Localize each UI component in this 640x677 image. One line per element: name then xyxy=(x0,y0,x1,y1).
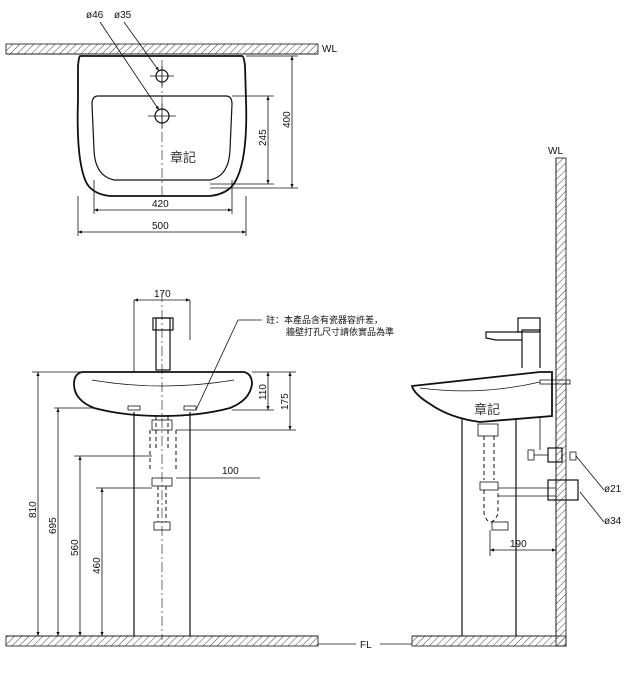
faucet-width-dim: 170 xyxy=(154,289,171,300)
brand-mark-side: 章記 xyxy=(474,402,500,417)
brand-mark-top: 章記 xyxy=(170,150,196,165)
drain-projection-dim: 190 xyxy=(510,539,527,550)
height-rim-dim: 695 xyxy=(48,517,59,534)
basin-front xyxy=(73,371,253,417)
floor-label: FL xyxy=(360,640,372,651)
faucet-front xyxy=(155,317,171,371)
wall-hatch-side xyxy=(555,157,567,647)
height-trap-dim: 560 xyxy=(70,539,81,556)
hole-large-label: ø46 xyxy=(86,10,104,21)
trap-offset-dim: 100 xyxy=(222,466,239,477)
bowl-width-dim: 420 xyxy=(152,199,169,210)
basin-side xyxy=(410,371,553,423)
bowl-depth-dim: 245 xyxy=(258,129,269,146)
hole-small-label: ø35 xyxy=(114,10,132,21)
wall-label-side: WL xyxy=(548,146,563,157)
supply-pipe-label: ø21 xyxy=(604,484,622,495)
basin-outline-top xyxy=(76,55,248,197)
basin-height-dim: 110 xyxy=(258,384,269,400)
height-supply-dim: 460 xyxy=(92,557,103,574)
front-view: 170 註：本產品含有瓷器容許差， 牆壁打孔尺寸請依實品為準 110 175 1… xyxy=(5,289,394,647)
floor-hatch-side xyxy=(411,635,567,647)
total-width-dim: 500 xyxy=(152,221,169,232)
wall-label-top: WL xyxy=(322,44,337,55)
drain-pipe-side xyxy=(547,479,579,501)
faucet-side xyxy=(485,329,541,368)
note-line-2: 牆壁打孔尺寸請依實品為準 xyxy=(286,326,394,337)
drain-pipe-label: ø34 xyxy=(604,516,622,527)
trap-front xyxy=(149,416,177,470)
note-line-1: 註：本產品含有瓷器容許差， xyxy=(266,314,383,325)
wall-hatch-top xyxy=(5,43,319,55)
side-view: WL ø21 ø34 xyxy=(410,146,622,647)
total-depth-dim: 400 xyxy=(282,111,293,128)
top-view: WL ø46 ø35 420 500 245 xyxy=(5,10,337,236)
bowl-outline-top xyxy=(91,95,233,181)
rim-height-dim: 175 xyxy=(280,393,291,410)
height-total-dim: 810 xyxy=(28,501,39,518)
